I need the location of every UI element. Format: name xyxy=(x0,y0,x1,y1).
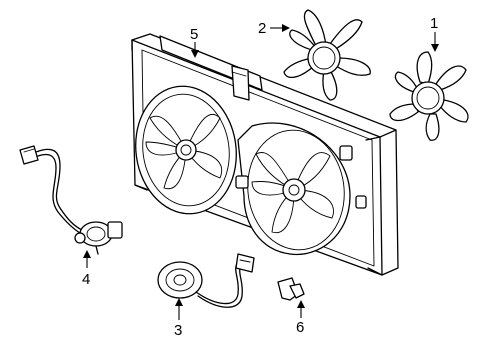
callout-label-5: 5 xyxy=(190,26,198,43)
callout-label-4: 4 xyxy=(82,271,90,288)
callout-5: 5 xyxy=(190,26,199,58)
callout-2: 2 xyxy=(258,20,290,37)
fan-motor-harness-3 xyxy=(157,253,255,308)
callout-label-2: 2 xyxy=(258,20,266,37)
callout-3: 3 xyxy=(174,298,183,339)
clip-6 xyxy=(277,277,305,301)
callout-4: 4 xyxy=(82,250,91,288)
callout-label-1: 1 xyxy=(430,15,438,32)
callout-label-3: 3 xyxy=(174,322,182,339)
radiator-shroud-assembly xyxy=(131,33,399,276)
fan-blade-2 xyxy=(283,9,371,101)
callout-label-6: 6 xyxy=(296,319,304,336)
fan-blade-1 xyxy=(389,51,469,141)
callout-1: 1 xyxy=(430,15,439,52)
callout-6: 6 xyxy=(296,300,305,336)
fan-motor-harness-4 xyxy=(19,145,123,255)
